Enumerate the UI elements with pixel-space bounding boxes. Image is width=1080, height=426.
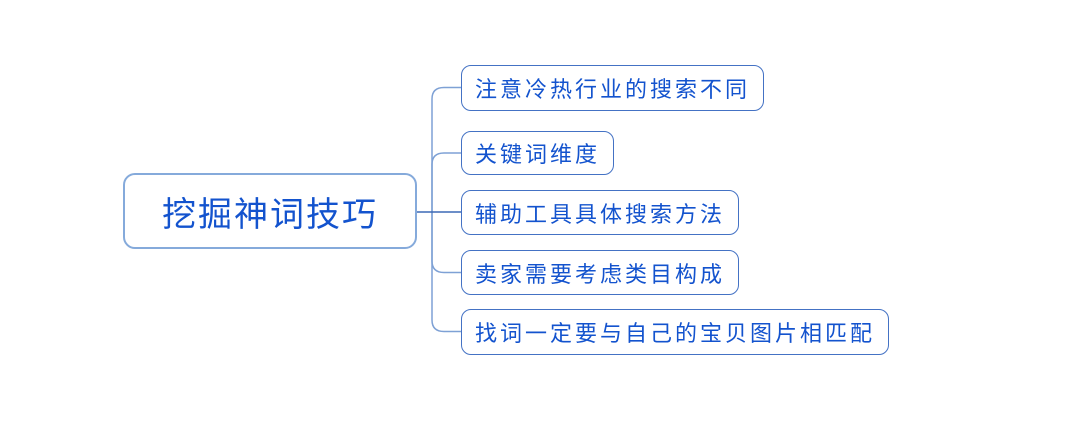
- branch-node-auxiliary-tools[interactable]: 辅助工具具体搜索方法: [461, 190, 740, 235]
- root-node-label: 挖掘神词技巧: [162, 196, 378, 234]
- branch-line-4: [431, 212, 461, 274]
- branch-line-1: [431, 86, 461, 212]
- branch-node-match-product-images[interactable]: 找词一定要与自己的宝贝图片相匹配: [461, 309, 890, 355]
- branch-node-label: 关键词维度: [475, 142, 601, 167]
- branch-node-label: 卖家需要考虑类目构成: [475, 261, 726, 287]
- branch-line-5: [431, 212, 461, 333]
- branch-node-category-composition[interactable]: 卖家需要考虑类目构成: [461, 250, 740, 295]
- branch-node-label: 注意冷热行业的搜索不同: [475, 77, 751, 102]
- branch-node-label: 辅助工具具体搜索方法: [475, 201, 726, 227]
- branch-node-keyword-dimension[interactable]: 关键词维度: [461, 131, 615, 175]
- branch-node-label: 找词一定要与自己的宝贝图片相匹配: [475, 321, 876, 346]
- branch-node-search-difference[interactable]: 注意冷热行业的搜索不同: [461, 65, 765, 111]
- branch-line-2: [431, 152, 461, 212]
- root-node[interactable]: 挖掘神词技巧: [123, 173, 417, 249]
